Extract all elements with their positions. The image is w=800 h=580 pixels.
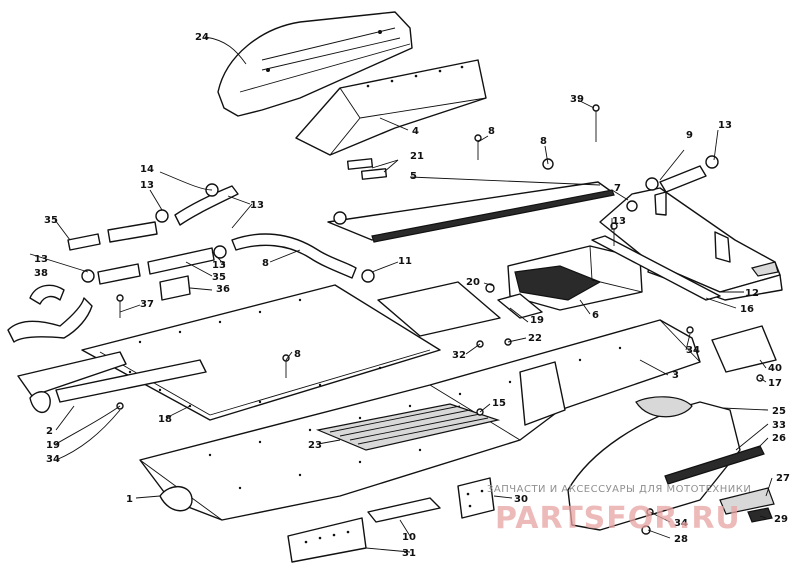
callout-39: 39: [570, 94, 584, 105]
callout-34: 34: [46, 454, 60, 465]
callout-26: 26: [772, 433, 786, 444]
callout-34: 34: [686, 345, 700, 356]
callout-18: 18: [158, 414, 172, 425]
callout-5: 5: [410, 171, 417, 182]
leader-lines: [29, 36, 773, 553]
part-tray: [507, 245, 643, 311]
callout-19: 19: [46, 440, 60, 451]
watermark-caption: ЗАПЧАСТИ И АКСЕССУАРЫ ДЛЯ МОТОТЕХНИКИ: [487, 484, 751, 495]
callout-8: 8: [294, 349, 301, 360]
callout-24: 24: [195, 32, 209, 43]
callout-27: 27: [776, 473, 790, 484]
part-seat-cowl: [217, 11, 413, 117]
callout-16: 16: [740, 304, 754, 315]
part-vent: [315, 403, 501, 451]
callout-34: 34: [674, 518, 688, 529]
callout-37: 37: [140, 299, 154, 310]
callout-4: 4: [412, 126, 419, 137]
watermark: ЗАПЧАСТИ И АКСЕССУАРЫ ДЛЯ МОТОТЕХНИКИ PA…: [487, 484, 751, 536]
callout-35: 35: [212, 272, 226, 283]
callout-17: 17: [768, 378, 782, 389]
callout-6: 6: [592, 310, 599, 321]
callout-13: 13: [612, 216, 626, 227]
callout-13: 13: [140, 180, 154, 191]
callout-15: 15: [492, 398, 506, 409]
callout-10: 10: [402, 532, 416, 543]
part-floor-panel: [81, 284, 441, 421]
callout-1: 1: [126, 494, 133, 505]
callout-8: 8: [262, 258, 269, 269]
callout-29: 29: [774, 514, 788, 525]
callout-31: 31: [402, 548, 416, 559]
callout-33: 33: [772, 420, 786, 431]
part-side-panel: [567, 396, 775, 531]
watermark-logo: PARTSFOR.RU: [495, 501, 741, 536]
callout-8: 8: [488, 126, 495, 137]
part-fasteners: [116, 104, 764, 535]
callout-13: 13: [34, 254, 48, 265]
callout-22: 22: [528, 333, 542, 344]
callout-3: 3: [672, 370, 679, 381]
callout-19: 19: [530, 315, 544, 326]
callout-20: 20: [466, 277, 480, 288]
callout-14: 14: [140, 164, 154, 175]
callout-36: 36: [216, 284, 230, 295]
part-support-plate: [295, 59, 487, 156]
callout-13: 13: [250, 200, 264, 211]
callout-8: 8: [540, 136, 547, 147]
callout-11: 11: [398, 256, 412, 267]
part-lower-brackets: [287, 477, 495, 563]
callout-13: 13: [718, 120, 732, 131]
callout-32: 32: [452, 350, 466, 361]
part-pads: [346, 158, 388, 180]
callout-28: 28: [674, 534, 688, 545]
callout-7: 7: [614, 183, 621, 194]
part-left-rail: [17, 351, 207, 413]
callout-12: 12: [745, 288, 759, 299]
callout-25: 25: [772, 406, 786, 417]
callout-23: 23: [308, 440, 322, 451]
part-hoses: [7, 183, 375, 343]
part-small-plate: [377, 281, 543, 337]
part-long-strip: [327, 181, 615, 243]
callout-9: 9: [686, 130, 693, 141]
part-right-hose: [626, 155, 719, 212]
callout-40: 40: [768, 363, 782, 374]
callout-38: 38: [34, 268, 48, 279]
callout-35: 35: [44, 215, 58, 226]
callout-2: 2: [46, 426, 53, 437]
callout-13: 13: [212, 260, 226, 271]
part-right-panel: [599, 187, 783, 301]
callout-21: 21: [410, 151, 424, 162]
part-bracket-rail: [591, 235, 721, 301]
callout-30: 30: [514, 494, 528, 505]
part-right-bracket: [711, 325, 777, 373]
